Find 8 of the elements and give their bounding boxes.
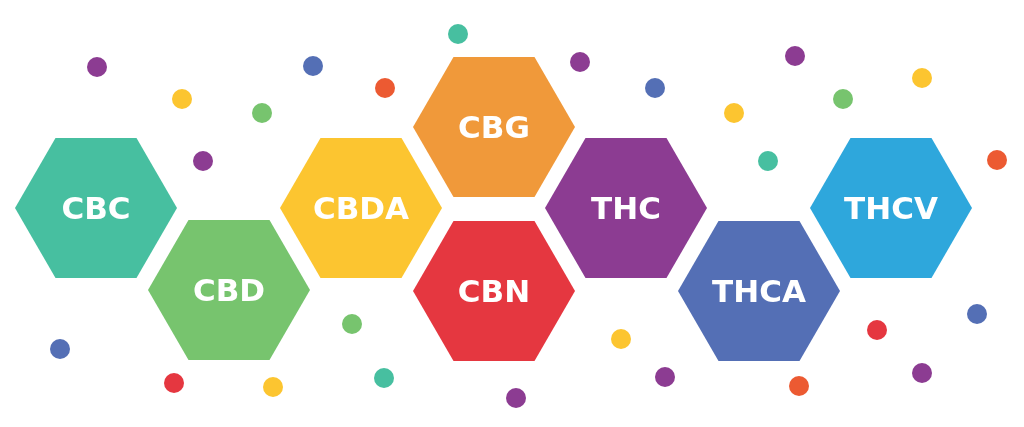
hexagon-label: CBC <box>60 190 132 226</box>
hexagon-label: THCA <box>711 273 807 309</box>
hexagon-label: CBN <box>456 273 532 309</box>
hexagon-label: CBG <box>457 109 531 145</box>
hexagon-label: CBDA <box>311 190 411 226</box>
hexagon-label: CBD <box>191 272 267 308</box>
hexagon-label: THCV <box>843 190 939 226</box>
hexagon-label: THC <box>590 190 662 226</box>
